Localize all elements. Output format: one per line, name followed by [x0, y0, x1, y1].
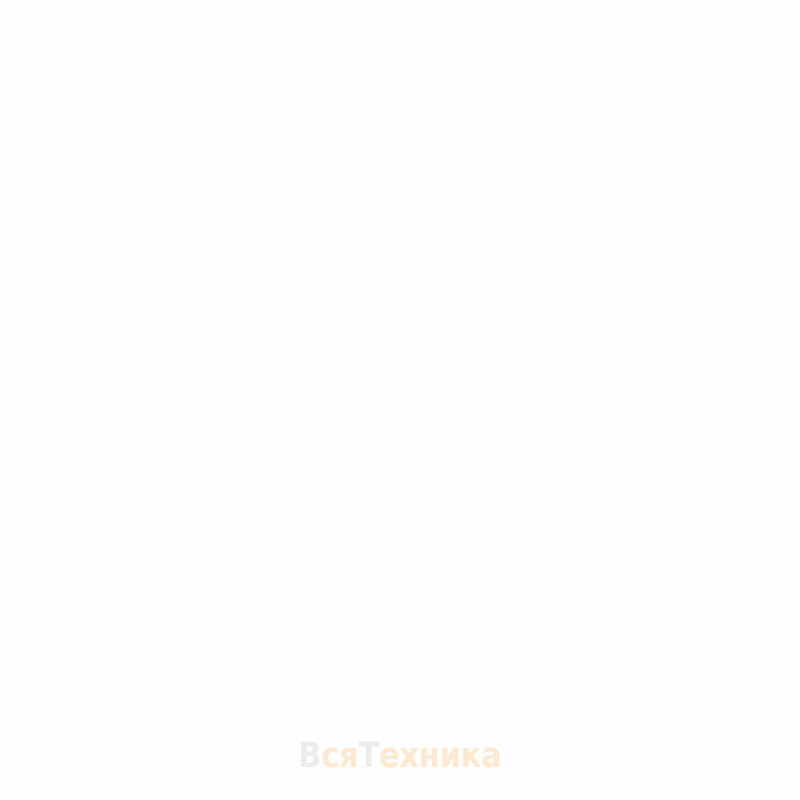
watermark-text-tekhnika: ехника [379, 735, 502, 776]
watermark-text-sya: ся [321, 735, 359, 776]
watermark-letter-t: Т [358, 735, 380, 776]
watermark-letter-v: В [298, 735, 322, 776]
